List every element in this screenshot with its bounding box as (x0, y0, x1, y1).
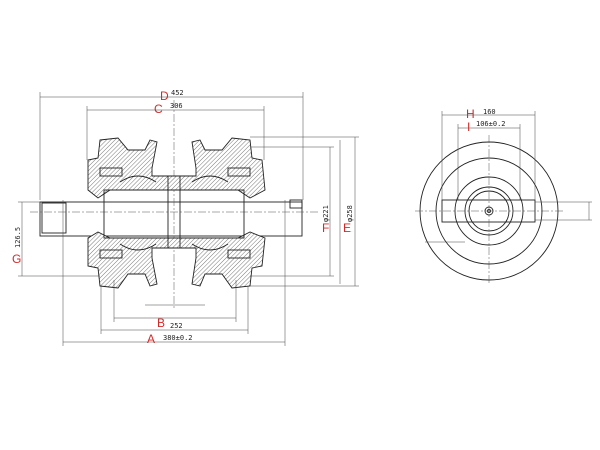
roller-upper-half (87, 137, 266, 199)
dim-b-value: 252 (170, 322, 183, 330)
label-h: H (466, 107, 475, 121)
dim-g-value: 126.5 (14, 227, 22, 248)
side-section-view (30, 100, 320, 310)
dim-h-value: 160 (483, 108, 496, 116)
shaft-end-bolt (41, 202, 67, 234)
label-a: A (147, 332, 155, 346)
label-c: C (154, 102, 163, 116)
dim-f-value: φ221 (322, 205, 330, 222)
label-b: B (157, 316, 165, 330)
side-dimension-labels: D 452 C 306 F φ221 E φ258 G 126.5 B 252 … (12, 89, 354, 346)
label-f: F (322, 221, 329, 235)
label-d: D (160, 89, 169, 103)
dim-e-value: φ258 (346, 205, 354, 222)
dim-a-value: 380±0.2 (163, 334, 193, 342)
label-e: E (343, 221, 351, 235)
dim-c-value: 306 (170, 102, 183, 110)
end-dimension-lines (441, 111, 536, 200)
center-pin (167, 175, 181, 249)
end-dimension-labels: H 160 I 106±0.2 (466, 107, 506, 134)
label-i: I (467, 120, 470, 134)
roller-lower-half (87, 231, 266, 289)
dim-i-value: 106±0.2 (476, 120, 506, 128)
bearing-bore (103, 189, 245, 239)
side-dimension-lines (18, 92, 359, 346)
dim-d-value: 452 (171, 89, 184, 97)
label-g: G (12, 252, 21, 266)
end-view (415, 135, 592, 285)
shaft (39, 201, 303, 237)
